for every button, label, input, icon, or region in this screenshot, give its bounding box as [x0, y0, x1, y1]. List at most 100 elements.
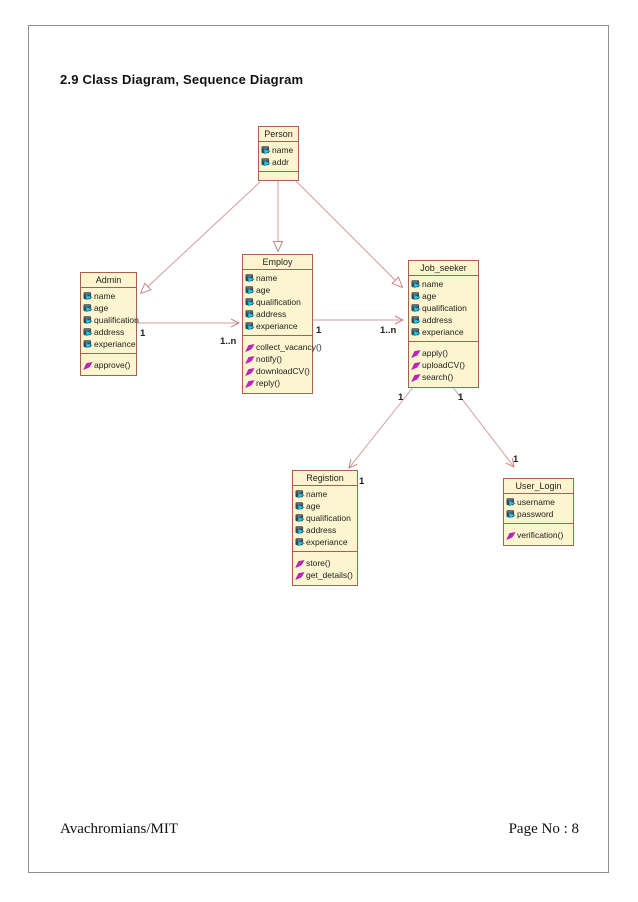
attribute: experiance — [411, 326, 477, 338]
attribute-label: age — [94, 302, 109, 313]
operations-compartment: collect_vacancy() notify() downloadCV() … — [243, 336, 322, 393]
private-attribute-icon — [245, 297, 255, 307]
attribute: experiance — [295, 536, 356, 548]
footer-page-number: Page No : 8 — [508, 821, 579, 837]
attribute-label: addr — [272, 156, 290, 167]
multiplicity-label: 1 — [458, 392, 464, 403]
attribute-label: name — [422, 278, 444, 289]
attribute: username — [506, 496, 572, 508]
operation-label: get_details() — [306, 569, 353, 580]
footer-author: Avachromians/MIT — [60, 821, 179, 837]
private-attribute-icon — [245, 285, 255, 295]
operations-compartment — [259, 172, 298, 180]
operation: collect_vacancy() — [245, 341, 322, 353]
private-attribute-icon — [261, 145, 271, 155]
attribute-label: name — [306, 488, 328, 499]
attribute: addr — [261, 156, 297, 168]
class-box-person: Person name addr — [258, 126, 299, 181]
public-operation-icon — [506, 532, 516, 540]
attribute: age — [295, 500, 356, 512]
operation-label: approve() — [94, 359, 131, 370]
association-jobseeker-userlogin — [451, 385, 515, 468]
attributes-compartment: name age qualification address experianc… — [243, 270, 312, 336]
operation: apply() — [411, 347, 477, 359]
attributes-compartment: name age qualification address experianc… — [293, 486, 357, 552]
attributes-compartment: name age qualification address experianc… — [81, 288, 139, 354]
operations-compartment: approve() — [81, 354, 136, 375]
private-attribute-icon — [295, 537, 305, 547]
attribute: address — [83, 326, 135, 338]
attribute: experiance — [83, 338, 136, 350]
attribute-label: experiance — [422, 326, 464, 337]
private-attribute-icon — [411, 315, 421, 325]
private-attribute-icon — [295, 501, 305, 511]
operations-compartment: store() get_details() — [293, 552, 357, 585]
attribute-label: address — [306, 524, 337, 535]
private-attribute-icon — [83, 327, 93, 337]
attribute-label: age — [256, 284, 271, 295]
attribute-label: name — [94, 290, 116, 301]
private-attribute-icon — [411, 291, 421, 301]
private-attribute-icon — [411, 279, 421, 289]
class-name: Employ — [243, 255, 312, 270]
attribute-label: experiance — [256, 320, 298, 331]
attribute: name — [261, 144, 297, 156]
private-attribute-icon — [506, 497, 516, 507]
attribute: qualification — [245, 296, 311, 308]
private-attribute-icon — [261, 157, 271, 167]
operation-label: uploadCV() — [422, 359, 465, 370]
private-attribute-icon — [245, 309, 255, 319]
multiplicity-label: 1 — [359, 476, 365, 487]
operation: verification() — [506, 529, 572, 541]
attribute: address — [245, 308, 311, 320]
page-border — [28, 25, 609, 873]
attribute: experiance — [245, 320, 311, 332]
section-heading: 2.9 Class Diagram, Sequence Diagram — [60, 72, 304, 87]
private-attribute-icon — [295, 525, 305, 535]
public-operation-icon — [411, 374, 421, 382]
operation: reply() — [245, 377, 311, 389]
multiplicity-label: 1 — [140, 328, 146, 339]
class-name: Person — [259, 127, 298, 142]
class-name: Job_seeker — [409, 261, 478, 276]
public-operation-icon — [245, 344, 255, 352]
attribute: address — [411, 314, 477, 326]
operation-label: reply() — [256, 377, 281, 388]
operation: downloadCV() — [245, 365, 311, 377]
operation-label: store() — [306, 557, 331, 568]
private-attribute-icon — [83, 291, 93, 301]
multiplicity-label: 1 — [316, 325, 322, 336]
attribute-label: qualification — [256, 296, 301, 307]
attributes-compartment: name age qualification address experianc… — [409, 276, 478, 342]
operation-label: verification() — [517, 529, 564, 540]
attribute: age — [83, 302, 135, 314]
generalization-person-jobseeker — [293, 178, 402, 287]
class-name: User_Login — [504, 479, 573, 494]
multiplicity-label: 1..n — [220, 336, 237, 347]
attribute: name — [83, 290, 135, 302]
association-jobseeker-registion — [348, 385, 415, 469]
attribute-label: experiance — [94, 338, 136, 349]
private-attribute-icon — [295, 513, 305, 523]
public-operation-icon — [83, 362, 93, 370]
attribute-label: qualification — [94, 314, 139, 325]
private-attribute-icon — [295, 489, 305, 499]
attribute: name — [411, 278, 477, 290]
class-box-user-login: User_Login username password verificatio… — [503, 478, 574, 546]
public-operation-icon — [295, 560, 305, 568]
operation: notify() — [245, 353, 311, 365]
private-attribute-icon — [245, 273, 255, 283]
attribute: qualification — [411, 302, 477, 314]
public-operation-icon — [245, 368, 255, 376]
operation: store() — [295, 557, 356, 569]
multiplicity-label: 1..n — [380, 325, 397, 336]
private-attribute-icon — [83, 315, 93, 325]
public-operation-icon — [411, 350, 421, 358]
attribute-label: name — [272, 144, 294, 155]
attribute: name — [295, 488, 356, 500]
attribute: qualification — [83, 314, 139, 326]
attribute: name — [245, 272, 311, 284]
operations-compartment: verification() — [504, 524, 573, 545]
class-box-employ: Employ name age qualification address ex… — [242, 254, 322, 394]
